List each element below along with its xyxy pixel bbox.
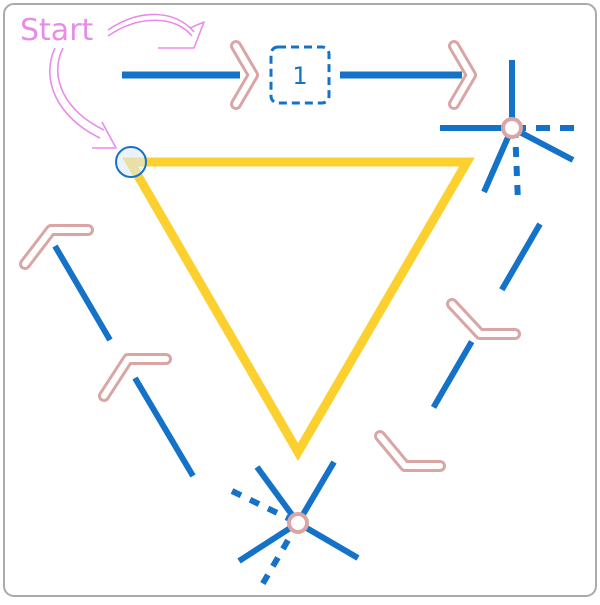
step-box: 1 <box>269 45 331 105</box>
bottom-node <box>230 460 360 587</box>
pointer-arrow-down <box>48 47 117 149</box>
chevron-arrow-right-lower <box>374 430 446 472</box>
left-flow-line-upper <box>52 244 113 342</box>
frame <box>3 3 597 597</box>
chevron-arrow-top-left <box>230 40 259 110</box>
start-marker <box>115 146 147 178</box>
node-marker-bottom <box>287 512 309 534</box>
chevron-arrow-top-right <box>448 40 477 110</box>
pointer-arrow-right <box>107 13 205 49</box>
top-right-node <box>440 60 582 203</box>
chevron-arrow-left-lower <box>98 353 172 402</box>
right-flow-line <box>404 222 543 455</box>
node-marker-top-right <box>501 117 523 139</box>
step-label: 1 <box>292 62 307 90</box>
chevron-arrow-left-upper <box>19 224 94 270</box>
start-label: Start <box>20 13 94 48</box>
triangle <box>122 157 475 461</box>
left-flow-line-lower <box>132 376 196 478</box>
chevron-arrow-right-upper <box>446 298 521 340</box>
